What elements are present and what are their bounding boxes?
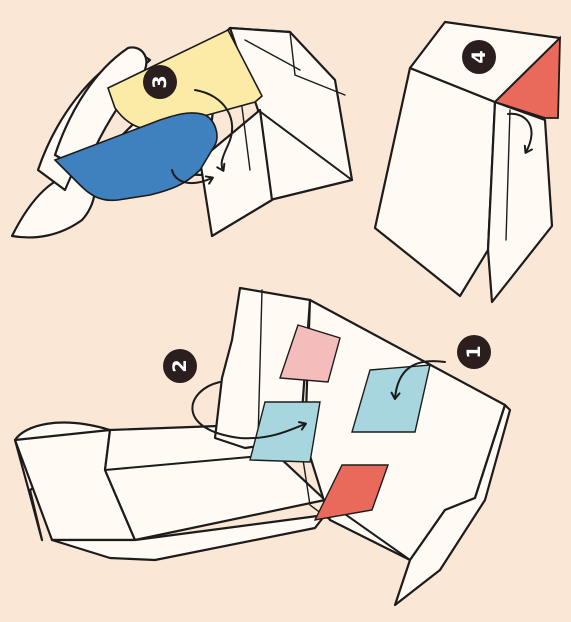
- red-card-slot: [493, 35, 561, 119]
- step-number: 3: [149, 75, 171, 88]
- step-number: 2: [169, 359, 191, 372]
- step-1-2-illustration: 1 2: [13, 286, 512, 607]
- step-3-illustration: 3: [10, 26, 354, 239]
- closed-box-side: [486, 100, 554, 304]
- step-4-illustration: 4: [373, 20, 562, 304]
- base-bottom-flap: [50, 513, 327, 562]
- closed-box-front: [373, 66, 497, 298]
- step-badge-1: 1: [457, 335, 491, 369]
- lid-flap: [53, 46, 148, 174]
- pink-card: [279, 324, 341, 383]
- box-front: [198, 108, 274, 238]
- step-number: 1: [463, 345, 485, 358]
- step-badge-4: 4: [462, 40, 496, 74]
- step-badge-2: 2: [163, 349, 197, 383]
- step-badge-3: 3: [143, 65, 177, 99]
- side-tab-strip: [393, 403, 512, 607]
- red-card: [313, 464, 389, 521]
- step-number: 4: [468, 50, 490, 63]
